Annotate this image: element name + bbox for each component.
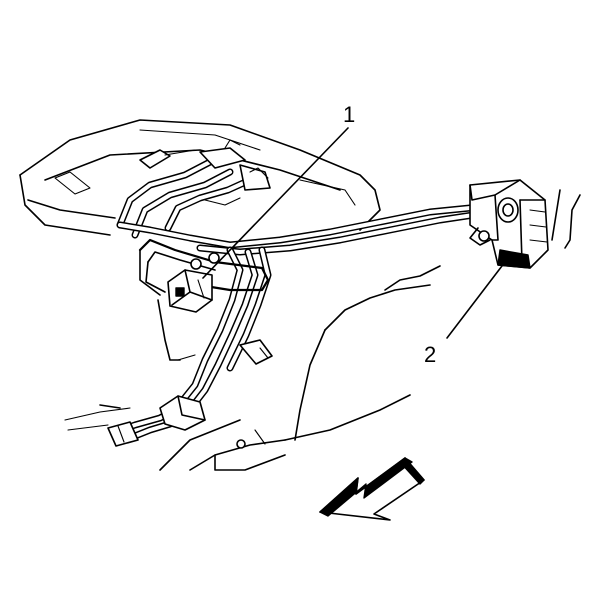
callout-2-label: 2	[424, 342, 437, 367]
tank-fittings	[139, 139, 271, 206]
evap-canister	[469, 179, 549, 269]
leader-line-1	[202, 127, 349, 279]
fuel-line-bundle	[111, 158, 484, 442]
leader-line-2	[446, 261, 506, 339]
callout-leaders	[202, 127, 506, 339]
callout-1-label: 1	[343, 102, 356, 127]
fuel-filter	[167, 252, 220, 313]
line-fittings-lower	[107, 339, 273, 447]
underbody-floor	[64, 189, 581, 471]
arrow-pointing-forward-left-icon	[319, 457, 425, 521]
fuel-tank-outline	[19, 119, 381, 236]
mounting-hole	[236, 439, 246, 449]
